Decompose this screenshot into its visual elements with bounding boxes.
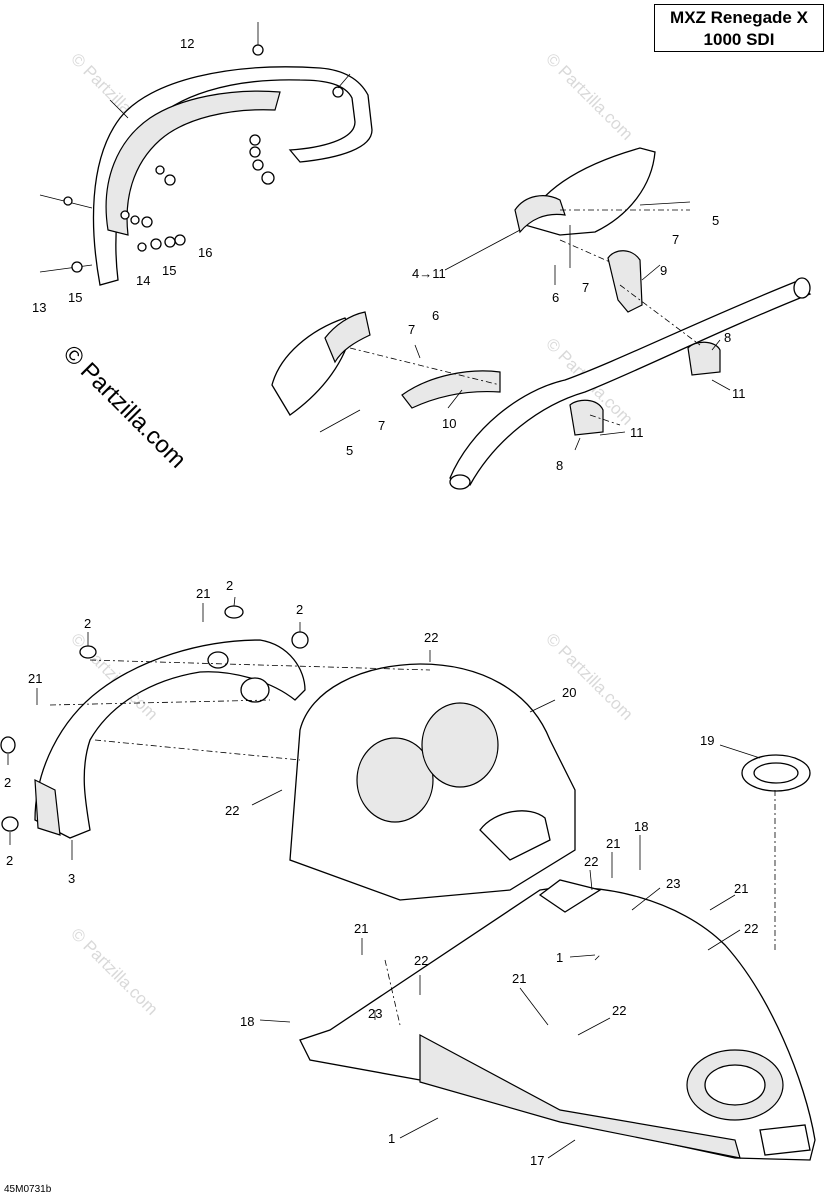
callout-5: 5: [346, 443, 353, 458]
watermark: © Partzilla.com: [67, 924, 161, 1018]
bracket-9: [607, 250, 643, 313]
gauge-housing-20: [289, 663, 576, 901]
callout-15: 15: [68, 290, 82, 305]
clamp-8-lower: [569, 399, 604, 436]
callout-labels: 12 13 15 14 15 16 5 7 4→11 6 7 9 7 6 8 1…: [4, 36, 758, 1168]
callout-23: 23: [666, 876, 680, 891]
model-title-line2: 1000 SDI: [703, 30, 775, 49]
callout-22: 22: [414, 953, 428, 968]
clamp-8-upper: [687, 341, 721, 376]
callout-21: 21: [28, 671, 42, 686]
handlebar: [449, 277, 812, 490]
hand-guard-right: [514, 147, 690, 236]
callout-8: 8: [556, 458, 563, 473]
callout-20: 20: [562, 685, 576, 700]
callout-7: 7: [672, 232, 679, 247]
callout-21: 21: [354, 921, 368, 936]
grommets-2: [0, 605, 309, 832]
callout-7: 7: [378, 418, 385, 433]
callout-18: 18: [240, 1014, 254, 1029]
callout-14: 14: [136, 273, 150, 288]
callout-13: 13: [32, 300, 46, 315]
watermark: © Partzilla.com: [542, 629, 636, 723]
callout-21: 21: [196, 586, 210, 601]
callout-2: 2: [84, 616, 91, 631]
watermark-main: © Partzilla.com: [58, 340, 191, 473]
top-leaders: [319, 201, 731, 451]
callout-2: 2: [226, 578, 233, 593]
callout-11: 11: [732, 386, 746, 401]
callout-23: 23: [368, 1006, 382, 1021]
callout-7: 7: [408, 322, 415, 337]
callout-18: 18: [634, 819, 648, 834]
callout-22: 22: [424, 630, 438, 645]
lower-console-17: [299, 879, 816, 1161]
callout-7: 7: [582, 280, 589, 295]
callout-22: 22: [225, 803, 239, 818]
handguard-tube-12: [92, 66, 373, 286]
callout-16: 16: [198, 245, 212, 260]
callout-8: 8: [724, 330, 731, 345]
cover-3: [34, 639, 306, 839]
callout-22: 22: [612, 1003, 626, 1018]
watermark: © Partzilla.com: [542, 49, 636, 143]
callout-22: 22: [584, 854, 598, 869]
drawing-code: 45M0731b: [4, 1184, 52, 1195]
handguard-hardware: [39, 22, 351, 273]
callout-2: 2: [296, 602, 303, 617]
hand-guard-left: [271, 311, 371, 416]
callout-10: 10: [442, 416, 456, 431]
callout-21: 21: [734, 881, 748, 896]
model-title-line1: MXZ Renegade X: [670, 8, 808, 27]
callout-9: 9: [660, 263, 667, 278]
callout-4-11: 4→11: [412, 266, 446, 281]
bracket-10: [401, 370, 501, 409]
model-title-box: MXZ Renegade X 1000 SDI: [654, 4, 824, 52]
callout-3: 3: [68, 871, 75, 886]
callout-6: 6: [432, 308, 439, 323]
callout-19: 19: [700, 733, 714, 748]
callout-1: 1: [388, 1131, 395, 1146]
bottom-leaders: [7, 596, 776, 1159]
callout-21: 21: [512, 971, 526, 986]
callout-2: 2: [6, 853, 13, 868]
callout-15: 15: [162, 263, 176, 278]
callout-17: 17: [530, 1153, 544, 1168]
callout-5: 5: [712, 213, 719, 228]
callout-22: 22: [744, 921, 758, 936]
grommet-19: [741, 754, 811, 792]
callout-11: 11: [630, 425, 644, 440]
callout-12: 12: [180, 36, 194, 51]
callout-21: 21: [606, 836, 620, 851]
callout-1: 1: [556, 950, 563, 965]
callout-6: 6: [552, 290, 559, 305]
callout-2: 2: [4, 775, 11, 790]
